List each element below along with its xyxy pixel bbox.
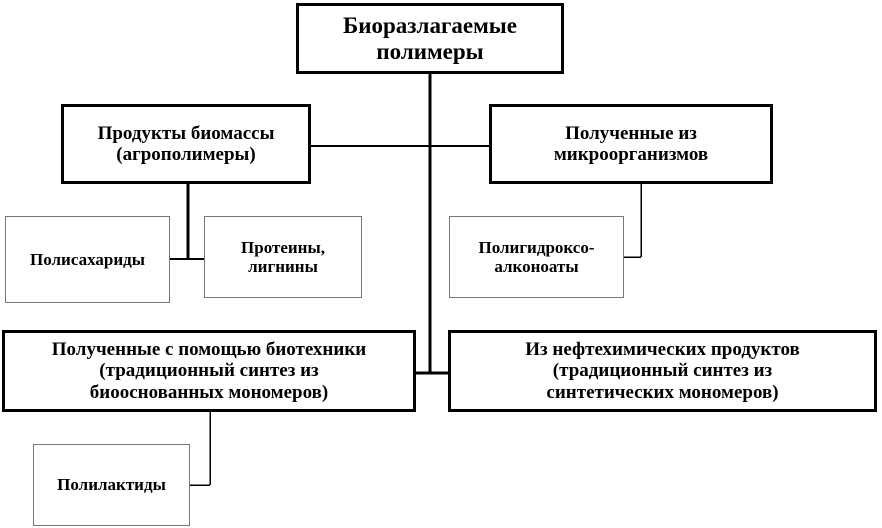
root-node-biodegradable-polymers: Биоразлагаемые полимеры — [296, 3, 564, 74]
node-polysaccharides: Полисахариды — [5, 216, 170, 303]
node-biotech-synthesis: Полученные с помощью биотехники (традици… — [2, 330, 416, 412]
petrochemical-node-label: Из нефтехимических продуктов (традиционн… — [525, 339, 800, 403]
node-proteins-lignins: Протеины, лигнины — [204, 216, 362, 298]
biotech-node-label: Полученные с помощью биотехники (традици… — [51, 339, 367, 403]
node-petrochemical-products: Из нефтехимических продуктов (традиционн… — [448, 330, 877, 412]
root-node-label: Биоразлагаемые полимеры — [343, 12, 517, 64]
node-biomass-products: Продукты биомассы (агрополимеры) — [61, 104, 311, 184]
node-polylactides: Полилактиды — [33, 444, 190, 526]
node-polyhydroxyalkanoates: Полигидроксо- алконоаты — [449, 216, 624, 298]
polylactides-node-label: Полилактиды — [57, 475, 166, 495]
biomass-node-label: Продукты биомассы (агрополимеры) — [97, 122, 275, 165]
polysaccharides-node-label: Полисахариды — [30, 249, 145, 269]
microbes-node-label: Полученные из микроорганизмов — [553, 122, 709, 165]
node-from-microorganisms: Полученные из микроорганизмов — [489, 104, 773, 184]
proteins-node-label: Протеины, лигнины — [241, 237, 325, 276]
pha-node-label: Полигидроксо- алконоаты — [478, 237, 595, 276]
